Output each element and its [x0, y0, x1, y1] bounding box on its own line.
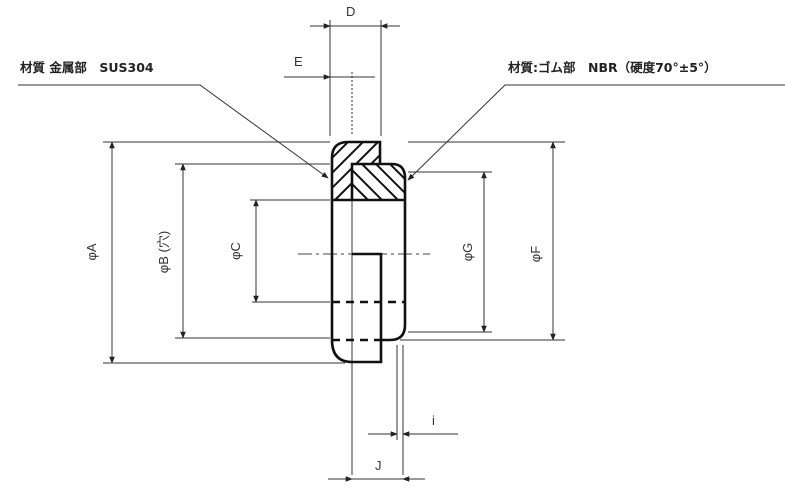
dimension-i: i — [368, 345, 458, 475]
svg-text:E: E — [294, 54, 303, 69]
center-lines — [298, 200, 430, 475]
extension-lines — [103, 141, 565, 364]
part-outline — [330, 198, 407, 364]
svg-text:φC: φC — [228, 242, 243, 260]
svg-text:i: i — [432, 413, 435, 428]
svg-text:φA: φA — [84, 243, 99, 260]
svg-text:材質 金属部 SUS304: 材質 金属部 SUS304 — [19, 60, 154, 75]
dimension-j: J — [328, 458, 425, 482]
dimension-g: φG — [460, 171, 487, 333]
rubber-material-note: 材質:ゴム部 NBR（硬度70°±5°） — [407, 60, 785, 181]
svg-text:材質:ゴム部 NBR（硬度70°±5°）: 材質:ゴム部 NBR（硬度70°±5°） — [507, 60, 717, 75]
metal-material-note: 材質 金属部 SUS304 — [18, 60, 329, 179]
svg-text:φF: φF — [528, 246, 543, 262]
svg-text:φG: φG — [460, 243, 475, 262]
dimension-c: φC — [228, 199, 259, 303]
dimension-b-hole: φB (穴) — [156, 163, 186, 339]
svg-text:D: D — [346, 4, 355, 19]
svg-text:φB (穴): φB (穴) — [156, 231, 171, 273]
dimension-d: D — [310, 4, 400, 136]
dimension-f: φF — [528, 141, 556, 341]
svg-text:J: J — [375, 458, 382, 473]
dimension-a: φA — [84, 141, 115, 364]
rubber-part-section — [350, 162, 407, 200]
dimension-e: E — [284, 54, 375, 136]
